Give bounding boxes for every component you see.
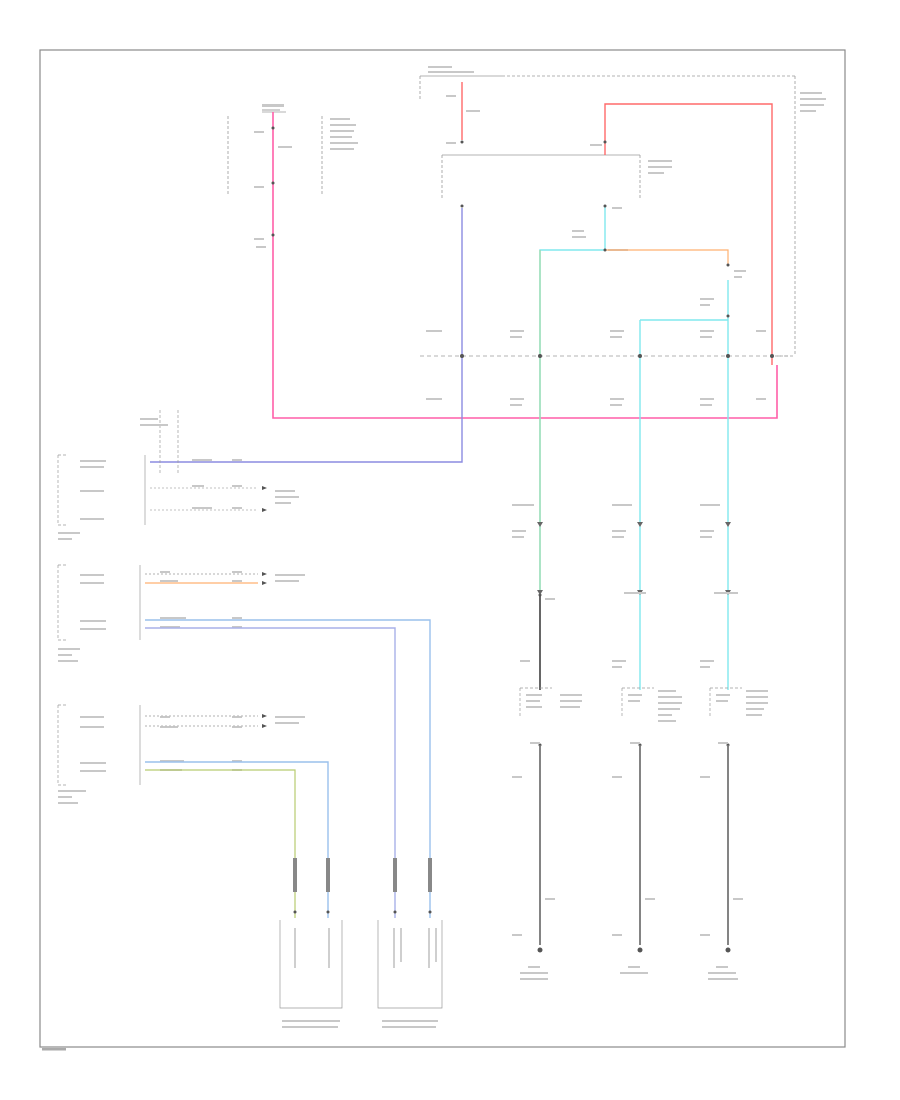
arrow-down-icon [537, 522, 731, 595]
lower-module-mid [621, 687, 654, 718]
connector-row-labels [426, 330, 766, 406]
wire-orange-top [605, 249, 729, 265]
arrow-down-icon [262, 486, 267, 512]
bottom-caption-labels [282, 1020, 438, 1028]
fuse-label-group [254, 104, 358, 248]
ac-heater-control [57, 410, 179, 526]
lower-module-right [709, 687, 742, 718]
bottom-brackets [279, 920, 443, 1009]
wire-cyan-center [639, 280, 729, 690]
lower-module-left [519, 687, 552, 718]
lower-module-labels [526, 690, 768, 722]
diagram-border [39, 49, 846, 1048]
splice-dot-icon [271, 126, 774, 747]
wire-blue [150, 208, 463, 463]
driver-seat-wires [145, 573, 431, 918]
passenger-seat-wires [145, 715, 329, 918]
diagram-corner-code [42, 1048, 66, 1051]
bottom-pins [293, 910, 432, 914]
arrow-down-icon [262, 572, 267, 585]
wire-cyan-top [539, 205, 606, 595]
ground-wires [539, 745, 729, 945]
wire-red [461, 82, 773, 365]
fuse-block [227, 111, 323, 196]
ground-icon [537, 947, 731, 953]
bottom-connector-blocks [293, 858, 432, 892]
vertical-wire-labels [512, 504, 738, 668]
ac-heater-wires [150, 487, 258, 511]
wire-pink [272, 112, 778, 419]
ac-heater-labels [58, 418, 299, 540]
bottom-vertical-labels [294, 928, 437, 968]
passenger-seat-module [57, 704, 141, 786]
junction-labels [428, 66, 826, 306]
passenger-seat-labels [58, 716, 305, 804]
arrow-down-icon [262, 714, 267, 728]
ground-labels [512, 742, 743, 980]
driver-seat-module [57, 564, 141, 641]
driver-seat-labels [58, 571, 305, 662]
junction-block [419, 75, 796, 357]
